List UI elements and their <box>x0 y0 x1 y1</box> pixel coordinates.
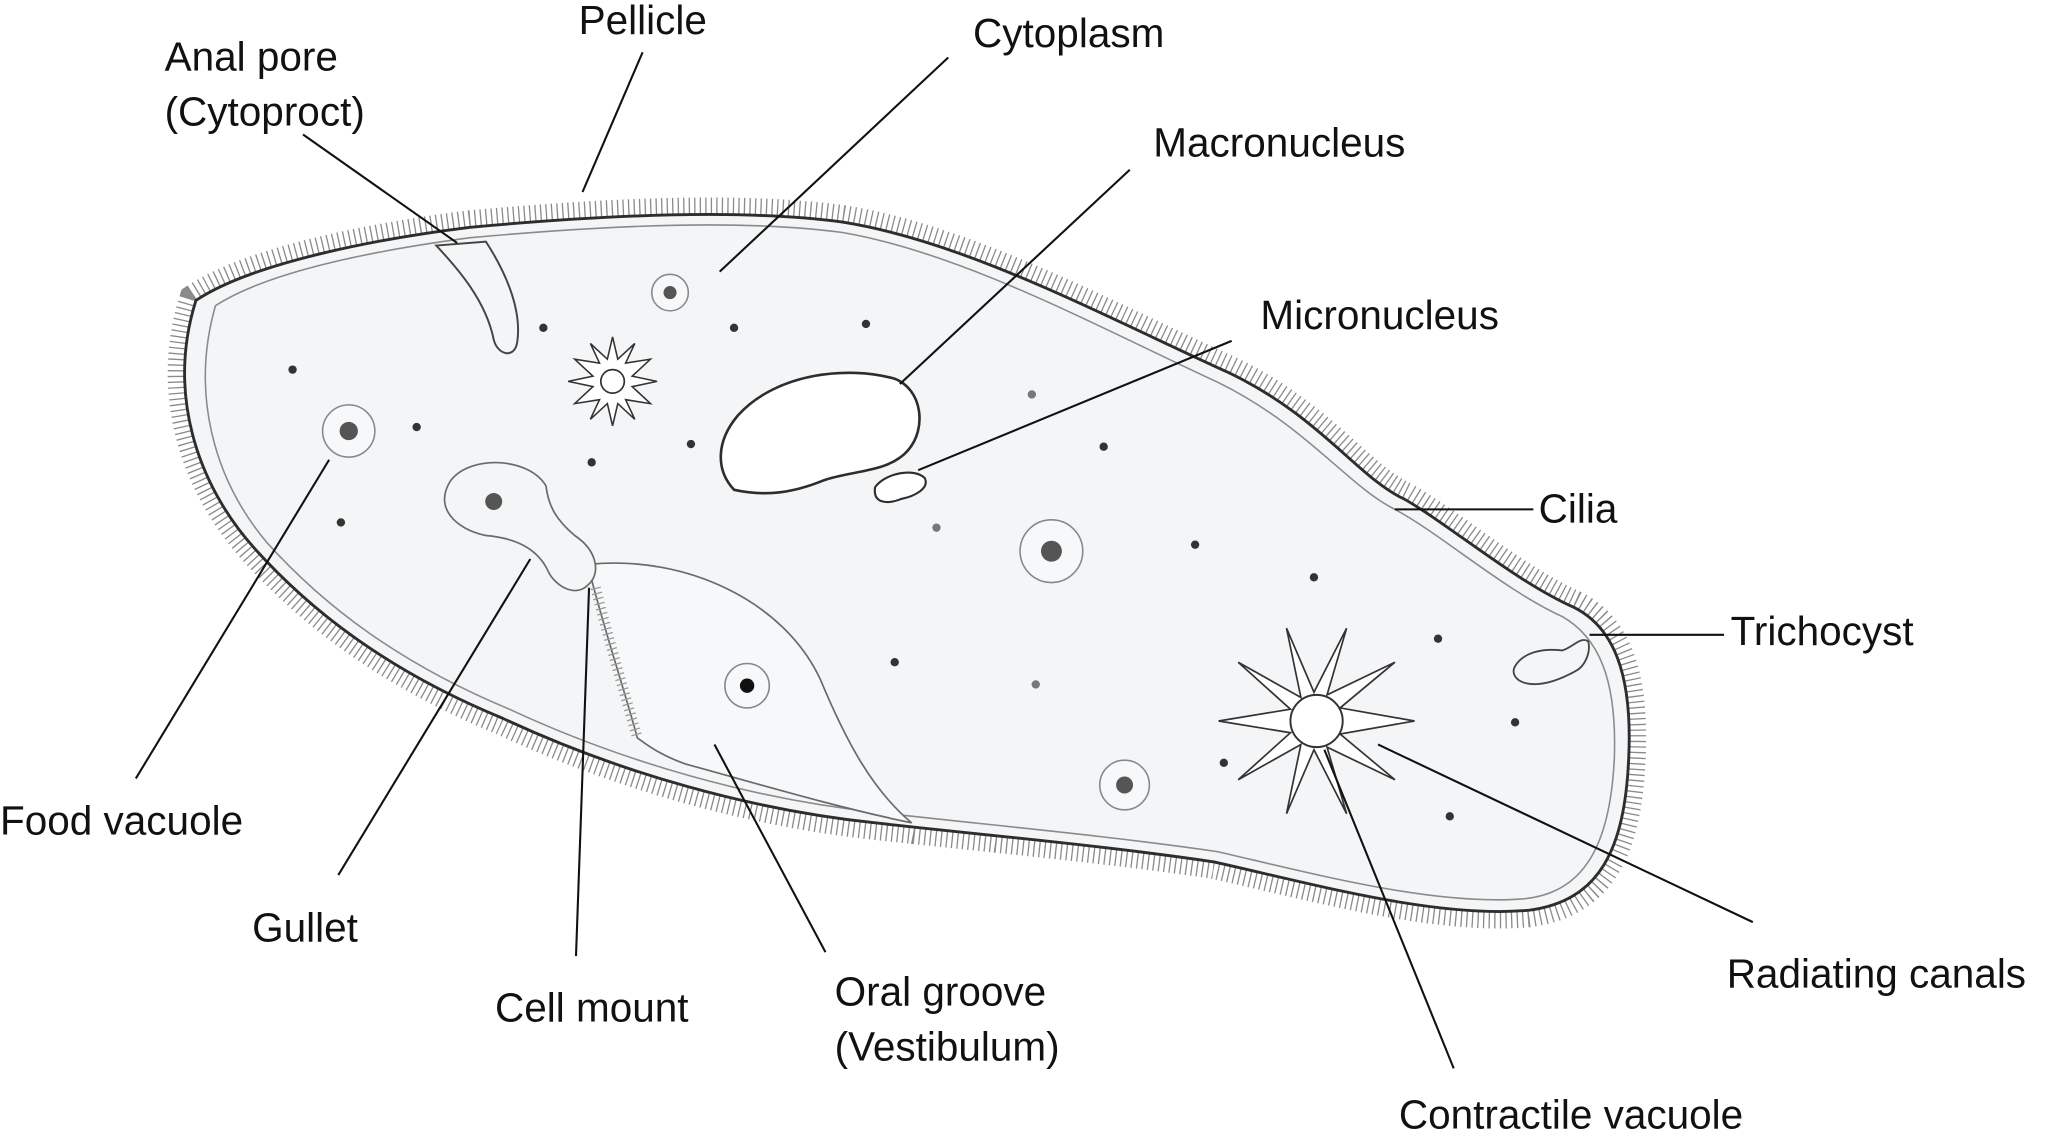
cytoplasm-granules <box>288 319 1520 821</box>
label-micronucleus: Micronucleus <box>1260 292 1499 339</box>
micronucleus <box>873 471 927 504</box>
leader-line-gullet <box>337 558 532 876</box>
label-pellicle: Pellicle <box>578 0 707 44</box>
leader-line-pellicle <box>581 51 644 193</box>
label-cytoplasm: Cytoplasm <box>973 10 1165 57</box>
label-cell-mount: Cell mount <box>495 984 689 1031</box>
trichocyst <box>1512 639 1590 685</box>
food-vacuoles <box>321 273 1151 811</box>
label-oral-groove-line2: (Vestibulum) <box>834 1023 1060 1070</box>
leader-line-food-vacuole <box>134 459 331 779</box>
label-oral-groove-line1: Oral groove <box>834 969 1047 1015</box>
label-cilia: Cilia <box>1538 485 1618 532</box>
label-anal-pore-line1: Anal pore <box>164 33 338 80</box>
label-radiating-canals: Radiating canals <box>1726 950 2027 997</box>
label-oral-groove: Oral groove (Vestibulum) <box>835 965 1060 1075</box>
contractile-vacuole-upper <box>568 336 658 426</box>
label-gullet: Gullet <box>252 905 358 951</box>
label-trichocyst: Trichocyst <box>1730 608 1914 655</box>
label-anal-pore: Anal pore (Cytoproct) <box>165 30 365 140</box>
leader-line-radiating-canals <box>1377 743 1754 924</box>
contractile-vacuole <box>1218 627 1415 815</box>
anal-pore <box>434 240 520 355</box>
pellicle-inner-line <box>204 224 1616 901</box>
leader-line-micronucleus <box>917 339 1233 472</box>
leader-lines <box>134 51 1754 1069</box>
leader-line-cell-mount <box>574 587 591 957</box>
macronucleus <box>719 371 921 495</box>
label-food-vacuole: Food vacuole <box>0 798 244 844</box>
leader-line-cytoplasm <box>718 56 949 273</box>
label-contractile-vacuole: Contractile vacuole <box>1398 1091 1744 1138</box>
leader-line-macronucleus <box>899 169 1131 385</box>
leader-line-oral-groove <box>713 743 827 953</box>
leader-line-anal-pore <box>302 133 458 244</box>
gullet-granule <box>485 493 503 511</box>
gullet <box>443 461 597 592</box>
label-macronucleus: Macronucleus <box>1153 120 1406 166</box>
label-anal-pore-line2: (Cytoproct) <box>164 88 365 135</box>
leader-line-contractile-vacuole <box>1323 749 1455 1069</box>
